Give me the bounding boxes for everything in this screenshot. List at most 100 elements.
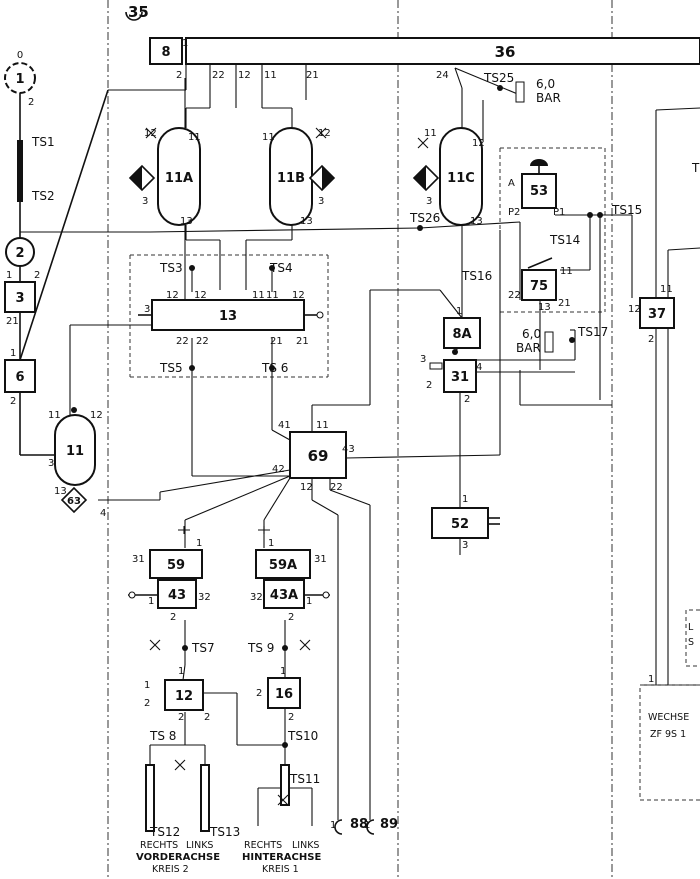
svg-text:1: 1	[6, 270, 12, 281]
svg-text:43: 43	[168, 588, 186, 603]
svg-text:1: 1	[648, 674, 654, 685]
svg-text:BAR: BAR	[516, 341, 541, 355]
svg-text:11: 11	[48, 410, 61, 421]
svg-text:TS17: TS17	[577, 325, 608, 339]
svg-text:1: 1	[178, 666, 184, 677]
svg-text:21: 21	[296, 336, 309, 347]
svg-text:RECHTS: RECHTS	[140, 840, 178, 851]
svg-text:2: 2	[170, 612, 176, 623]
svg-text:11: 11	[660, 284, 673, 295]
svg-text:43A: 43A	[270, 588, 298, 603]
svg-text:21: 21	[6, 316, 19, 327]
svg-text:2: 2	[426, 380, 432, 391]
svg-text:11: 11	[262, 132, 275, 143]
svg-text:1: 1	[456, 306, 462, 317]
valve-43A: 43A	[263, 579, 330, 609]
svg-text:2: 2	[256, 688, 262, 699]
svg-text:53: 53	[530, 184, 548, 199]
test-point-labels: TS1 TS2 TS3 TS4 TS5 TS 6 TS7 TS 8 TS 9 T…	[31, 71, 642, 839]
svg-text:TS14: TS14	[549, 233, 580, 247]
svg-text:31: 31	[451, 370, 469, 385]
brake-cylinders	[145, 764, 290, 832]
svg-text:3: 3	[318, 196, 324, 207]
svg-text:1: 1	[268, 538, 274, 549]
svg-text:TS16: TS16	[461, 269, 492, 283]
svg-text:TS26: TS26	[409, 211, 440, 225]
svg-text:35: 35	[128, 3, 149, 21]
valve-13: 13	[138, 299, 324, 331]
svg-text:1: 1	[280, 666, 286, 677]
svg-text:21: 21	[306, 70, 319, 81]
svg-text:13: 13	[54, 486, 67, 497]
svg-text:P1: P1	[553, 207, 565, 218]
valve-16: 16	[267, 677, 301, 709]
svg-text:2: 2	[178, 712, 184, 723]
svg-text:32: 32	[198, 592, 211, 603]
svg-text:TS1: TS1	[31, 135, 55, 149]
svg-text:1: 1	[144, 680, 150, 691]
svg-text:6,0: 6,0	[536, 77, 555, 91]
svg-text:LINKS: LINKS	[292, 840, 319, 851]
svg-text:A: A	[508, 178, 515, 189]
svg-text:41: 41	[278, 420, 291, 431]
svg-text:21: 21	[558, 298, 571, 309]
svg-text:2: 2	[28, 97, 34, 108]
svg-text:88: 88	[350, 817, 368, 832]
svg-text:TS2: TS2	[31, 189, 55, 203]
svg-text:63: 63	[67, 496, 81, 507]
svg-text:TS11: TS11	[289, 772, 320, 786]
svg-text:22: 22	[330, 482, 343, 493]
svg-text:12: 12	[144, 128, 157, 139]
svg-text:6,0: 6,0	[522, 327, 541, 341]
svg-text:11: 11	[264, 70, 277, 81]
valve-59: 59	[149, 549, 203, 579]
component-8: 8	[149, 37, 183, 65]
svg-text:1: 1	[10, 348, 16, 359]
svg-text:21: 21	[270, 336, 283, 347]
svg-text:12: 12	[628, 304, 641, 315]
svg-text:13: 13	[470, 216, 483, 227]
port-labels: A P1 P2 2 1 22 12 11 21 24 12 11 11 12 1…	[6, 38, 673, 831]
coupling-89: 89	[366, 817, 398, 835]
svg-text:TS7: TS7	[191, 641, 215, 655]
svg-text:2: 2	[176, 70, 182, 81]
svg-text:1: 1	[364, 820, 370, 831]
svg-text:11: 11	[316, 420, 329, 431]
svg-text:BAR: BAR	[536, 91, 561, 105]
gearbox-box: WECHSE ZF 9S 1 L S T	[639, 161, 700, 801]
svg-text:TS15: TS15	[611, 203, 642, 217]
svg-text:3: 3	[426, 196, 432, 207]
svg-text:13: 13	[219, 309, 237, 324]
svg-text:22: 22	[196, 336, 209, 347]
valve-8A: 8A	[443, 317, 481, 349]
svg-text:22: 22	[176, 336, 189, 347]
svg-text:2: 2	[10, 396, 16, 407]
svg-text:KREIS 1: KREIS 1	[262, 864, 299, 875]
svg-text:2: 2	[34, 270, 40, 281]
reservoir-11: 11	[54, 414, 96, 486]
svg-text:1: 1	[306, 596, 312, 607]
svg-text:12: 12	[90, 410, 103, 421]
svg-text:2: 2	[15, 246, 24, 261]
svg-text:12: 12	[472, 138, 485, 149]
valve-37: 37	[639, 297, 675, 329]
compressor-label: 1	[15, 72, 24, 87]
svg-text:75: 75	[530, 279, 548, 294]
svg-text:8: 8	[161, 45, 170, 60]
svg-text:VORDERACHSE: VORDERACHSE	[136, 852, 220, 863]
svg-text:3: 3	[462, 540, 468, 551]
svg-text:2: 2	[288, 612, 294, 623]
svg-text:11: 11	[266, 290, 279, 301]
svg-text:12: 12	[175, 689, 193, 704]
svg-text:TS12: TS12	[149, 825, 180, 839]
svg-text:12: 12	[300, 482, 313, 493]
svg-text:43: 43	[342, 444, 355, 455]
svg-text:HINTERACHSE: HINTERACHSE	[242, 852, 321, 863]
svg-text:32: 32	[250, 592, 263, 603]
svg-text:2: 2	[288, 712, 294, 723]
svg-text:RECHTS: RECHTS	[244, 840, 282, 851]
svg-text:36: 36	[495, 43, 516, 61]
svg-text:1: 1	[182, 38, 188, 49]
valve-52: 52	[431, 507, 500, 539]
